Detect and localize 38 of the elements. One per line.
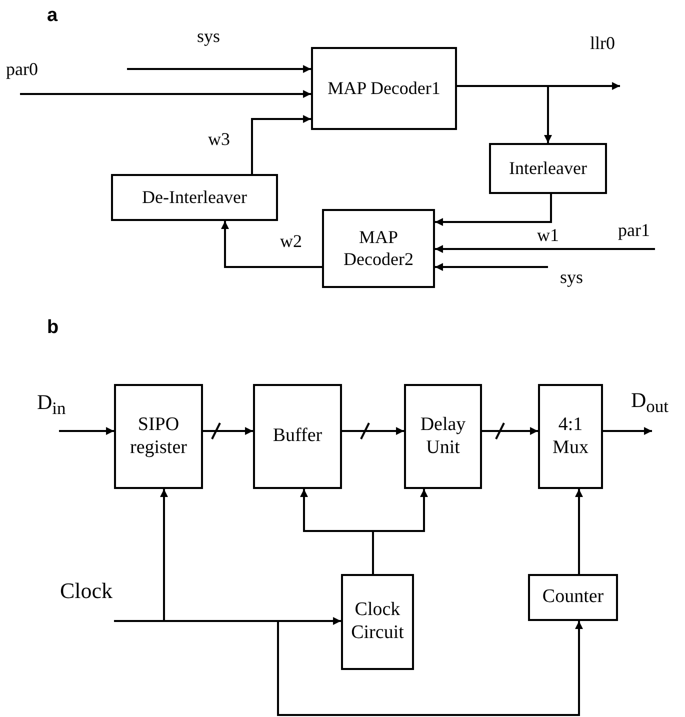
process-block: De-Interleaver bbox=[111, 174, 278, 221]
process-block: Delay Unit bbox=[404, 384, 482, 489]
process-block: MAP Decoder1 bbox=[311, 47, 457, 130]
arrow bbox=[127, 65, 311, 73]
signal-label: w3 bbox=[208, 130, 230, 148]
panel-label: b bbox=[47, 318, 59, 337]
signal-label: par0 bbox=[6, 60, 38, 78]
arrow bbox=[221, 221, 322, 268]
panel-label: a bbox=[47, 6, 58, 25]
arrow bbox=[457, 85, 552, 143]
arrow bbox=[575, 489, 583, 574]
arrow bbox=[435, 194, 552, 226]
arrow bbox=[603, 427, 652, 435]
signal-label: sys bbox=[197, 27, 220, 45]
signal-label: sys bbox=[560, 268, 584, 286]
signal-label: w2 bbox=[280, 232, 302, 250]
process-block: SIPO register bbox=[114, 384, 203, 489]
arrow bbox=[59, 427, 114, 435]
arrow bbox=[435, 263, 548, 271]
signal-label: Clock bbox=[60, 580, 113, 602]
arrow bbox=[20, 90, 311, 98]
process-block: Buffer bbox=[253, 384, 342, 489]
arrow bbox=[114, 620, 583, 716]
arrow bbox=[342, 427, 404, 435]
arrow bbox=[482, 427, 538, 435]
signal-label: D$_{out}$ bbox=[631, 390, 669, 416]
process-block: Clock Circuit bbox=[341, 574, 414, 670]
signal-label: llr0 bbox=[590, 34, 615, 52]
process-block: Interleaver bbox=[489, 143, 607, 194]
arrow bbox=[203, 427, 253, 435]
signal-label: par1 bbox=[618, 221, 650, 239]
process-block: 4:1 Mux bbox=[538, 384, 603, 489]
arrow bbox=[435, 245, 655, 253]
arrow bbox=[251, 115, 311, 174]
process-block: Counter bbox=[528, 574, 618, 621]
process-block: MAP Decoder2 bbox=[322, 209, 435, 288]
signal-label: D$_{in}$ bbox=[37, 392, 66, 418]
signal-label: w1 bbox=[537, 226, 559, 244]
